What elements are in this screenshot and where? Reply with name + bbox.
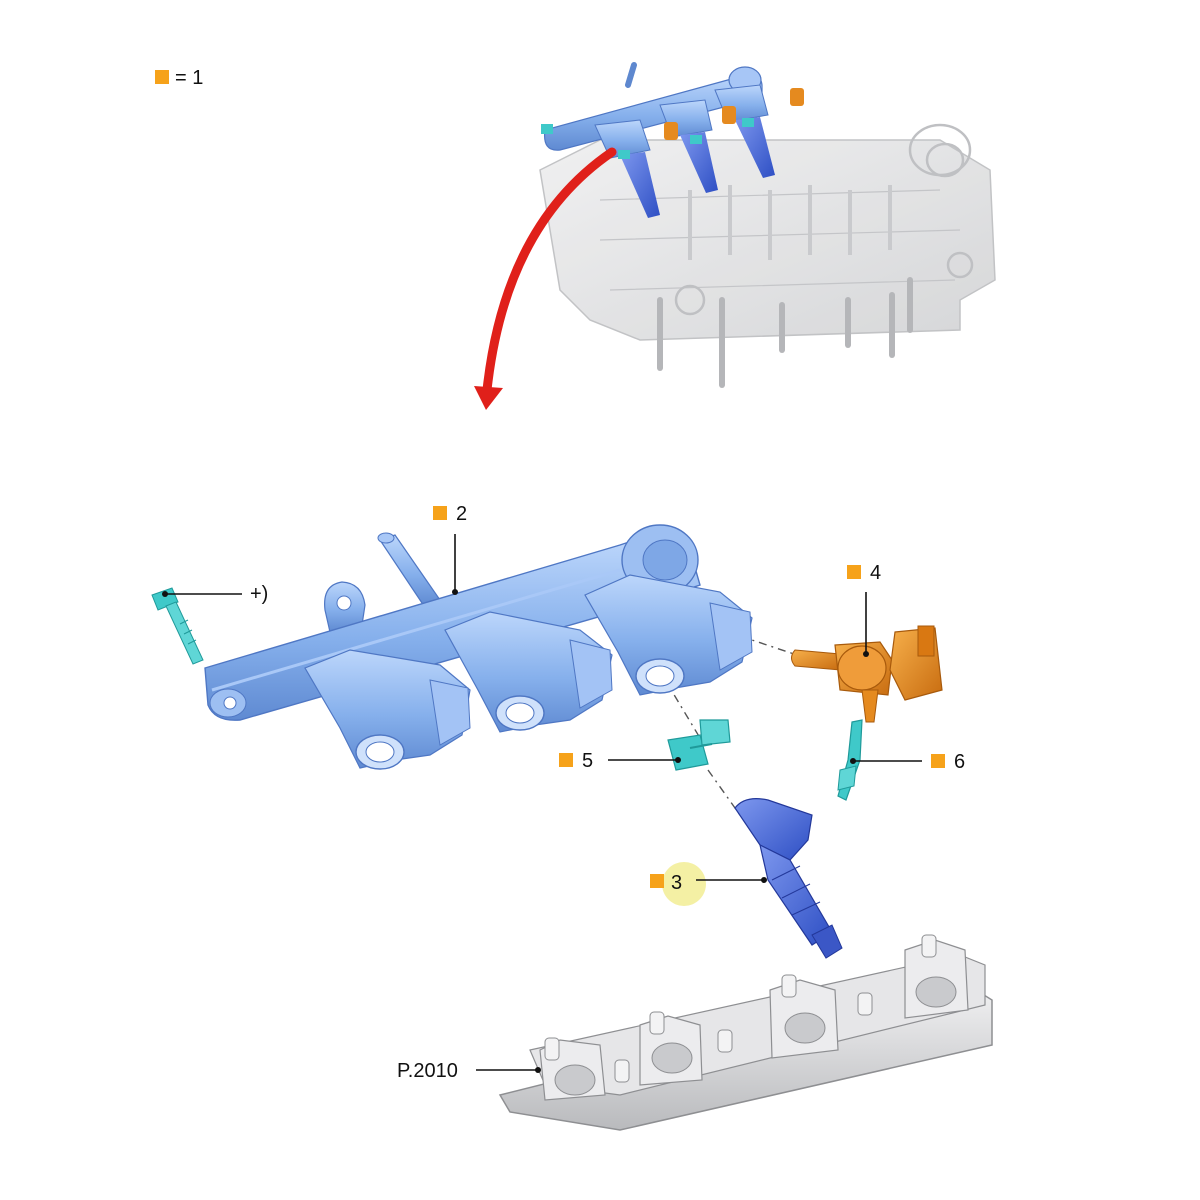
callout-bolt-label: +) [250, 583, 268, 605]
callout-5-label: 5 [582, 750, 593, 772]
engine-overview-illustration [539, 62, 996, 388]
legend-text: = 1 [175, 67, 203, 89]
legend-marker-icon [155, 70, 169, 84]
marker-icon [650, 874, 664, 888]
reference-label: P.2010 [397, 1060, 458, 1082]
callout-bolt: +) [162, 583, 268, 605]
callout-3: 3 [650, 862, 767, 906]
callout-2: 2 [433, 503, 467, 595]
highlight-circle [662, 862, 706, 906]
fuel-rail [204, 524, 753, 770]
callout-4-label: 4 [870, 562, 881, 584]
fuel-injector [734, 798, 843, 959]
callout-reference: P.2010 [397, 1060, 541, 1082]
callout-5: 5 [559, 750, 681, 772]
callout-6: 6 [850, 751, 965, 773]
fuel-pressure-sensor [791, 625, 943, 723]
marker-icon [931, 754, 945, 768]
marker-icon [559, 753, 573, 767]
mounting-bolt [151, 587, 204, 665]
cylinder-head [498, 934, 993, 1131]
legend: = 1 [155, 67, 203, 89]
callout-4: 4 [847, 562, 881, 657]
callout-2-label: 2 [456, 503, 467, 525]
marker-icon [847, 565, 861, 579]
marker-icon [433, 506, 447, 520]
callout-3-label: 3 [671, 872, 682, 894]
sensor-clip [837, 719, 863, 801]
callout-6-label: 6 [954, 751, 965, 773]
transition-arrow-icon [474, 147, 617, 410]
